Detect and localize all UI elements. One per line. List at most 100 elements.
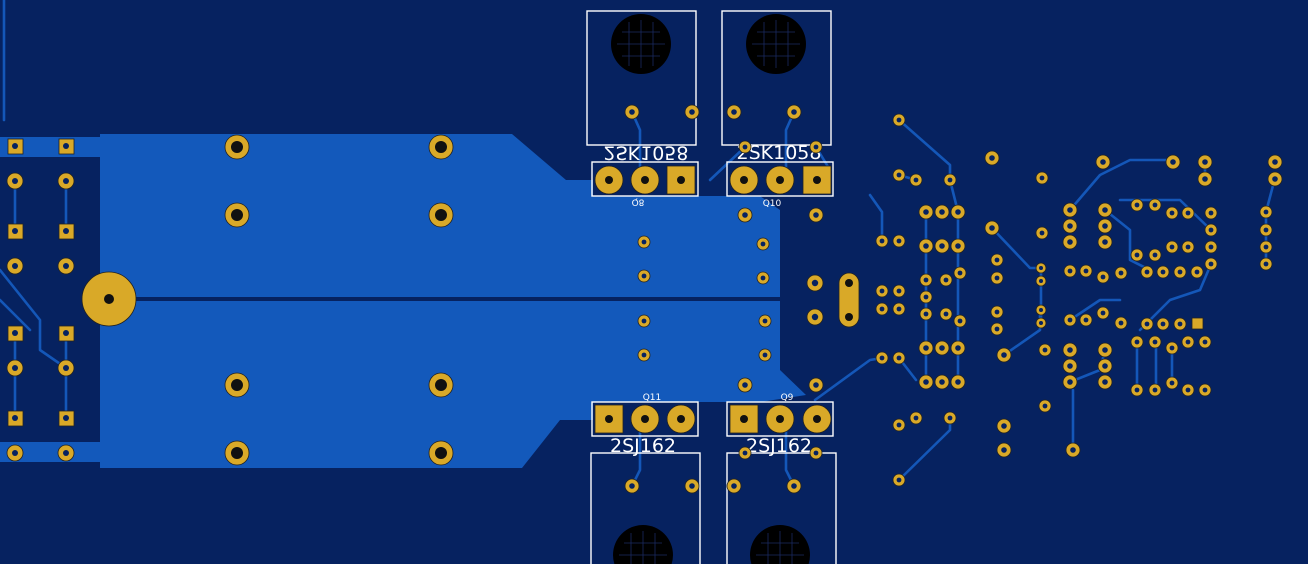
via-drill — [994, 257, 1000, 263]
via-drill — [641, 273, 647, 279]
copper-left-strip-bottom — [0, 442, 102, 462]
q9-part-label: 2SJ162 — [746, 435, 812, 457]
via-drill — [955, 345, 961, 351]
via-drill — [896, 306, 902, 312]
via-drill — [1144, 321, 1150, 327]
via-drill — [1102, 379, 1108, 385]
via-drill — [943, 277, 949, 283]
via-drill — [1100, 310, 1106, 316]
via-drill — [1202, 176, 1208, 182]
via-drill — [1152, 339, 1158, 345]
via-drill — [641, 239, 647, 245]
via-drill — [1102, 363, 1108, 369]
via-drill — [1067, 317, 1073, 323]
via-drill — [689, 109, 695, 115]
via-drill — [1100, 274, 1106, 280]
via-drill — [1263, 209, 1269, 215]
via-drill — [923, 294, 929, 300]
via-drill — [923, 311, 929, 317]
via-drill — [1102, 347, 1108, 353]
via-drill — [1169, 210, 1175, 216]
via-drill — [1102, 239, 1108, 245]
via-drill — [760, 275, 766, 281]
via-drill — [896, 238, 902, 244]
via-drill — [957, 270, 963, 276]
via-drill — [923, 209, 929, 215]
via-drill — [923, 345, 929, 351]
via-drill — [1083, 317, 1089, 323]
via-drill — [896, 172, 902, 178]
via-drill — [1263, 227, 1269, 233]
via-drill — [1067, 239, 1073, 245]
via-drill — [1039, 321, 1043, 325]
via-drill — [943, 311, 949, 317]
via-drill — [1208, 227, 1214, 233]
via-drill — [923, 379, 929, 385]
via-drill — [879, 306, 885, 312]
via-drill — [957, 318, 963, 324]
via-drill — [879, 238, 885, 244]
via-drill — [939, 209, 945, 215]
copper-left-strip-top — [0, 137, 102, 157]
via-drill — [1202, 159, 1208, 165]
via-drill — [1152, 252, 1158, 258]
via-drill — [1177, 321, 1183, 327]
via-drill — [1102, 207, 1108, 213]
via-drill — [1039, 308, 1043, 312]
heatsink-pads — [224, 134, 454, 466]
via-drill — [1039, 175, 1045, 181]
mounting-hole — [81, 271, 137, 327]
via-drill — [813, 382, 819, 388]
via-drill — [1263, 261, 1269, 267]
via-drill — [896, 355, 902, 361]
via-drill — [1067, 347, 1073, 353]
via-drill — [791, 483, 797, 489]
via-drill — [813, 144, 819, 150]
via-drill — [731, 109, 737, 115]
via-drill — [760, 241, 766, 247]
q11-body — [590, 452, 701, 564]
via-drill — [689, 483, 695, 489]
q11-pad-frame — [591, 401, 699, 437]
via-drill — [742, 144, 748, 150]
via-drill — [1001, 447, 1007, 453]
via-drill — [1134, 339, 1140, 345]
via-drill — [1042, 347, 1048, 353]
q9-body — [726, 452, 837, 564]
via-drill — [955, 243, 961, 249]
via-drill — [1039, 266, 1043, 270]
via-drill — [1067, 268, 1073, 274]
via-drill — [1070, 447, 1076, 453]
via-drill — [731, 483, 737, 489]
via-drill — [1067, 363, 1073, 369]
via-drill — [1208, 210, 1214, 216]
via-drill — [1185, 387, 1191, 393]
q11-designator-label: Q11 — [643, 393, 662, 403]
via-drill — [1185, 339, 1191, 345]
via-drill — [1185, 244, 1191, 250]
transistor-labels: 2SK1058 Q8 2SK1058 Q10 Q11 2SJ162 Q9 2SJ… — [604, 142, 822, 458]
via-drill — [1169, 244, 1175, 250]
via-drill — [923, 243, 929, 249]
via-drill — [1134, 202, 1140, 208]
q9-designator-label: Q9 — [781, 393, 794, 403]
via-drill — [1272, 176, 1278, 182]
via-drill — [947, 177, 953, 183]
via-drill — [1194, 269, 1200, 275]
via-drill — [1118, 270, 1124, 276]
via-drill — [1083, 268, 1089, 274]
via-drill — [742, 382, 748, 388]
via-drill — [994, 326, 1000, 332]
via-drill — [1169, 345, 1175, 351]
via-drill — [913, 177, 919, 183]
via-drill — [762, 318, 768, 324]
via-drill — [1185, 210, 1191, 216]
via-drill — [1152, 387, 1158, 393]
via-drill — [1102, 223, 1108, 229]
via-drill — [811, 279, 819, 287]
via-drill — [1272, 159, 1278, 165]
via-drill — [989, 155, 995, 161]
via-drill — [1202, 387, 1208, 393]
via-drill — [1039, 230, 1045, 236]
